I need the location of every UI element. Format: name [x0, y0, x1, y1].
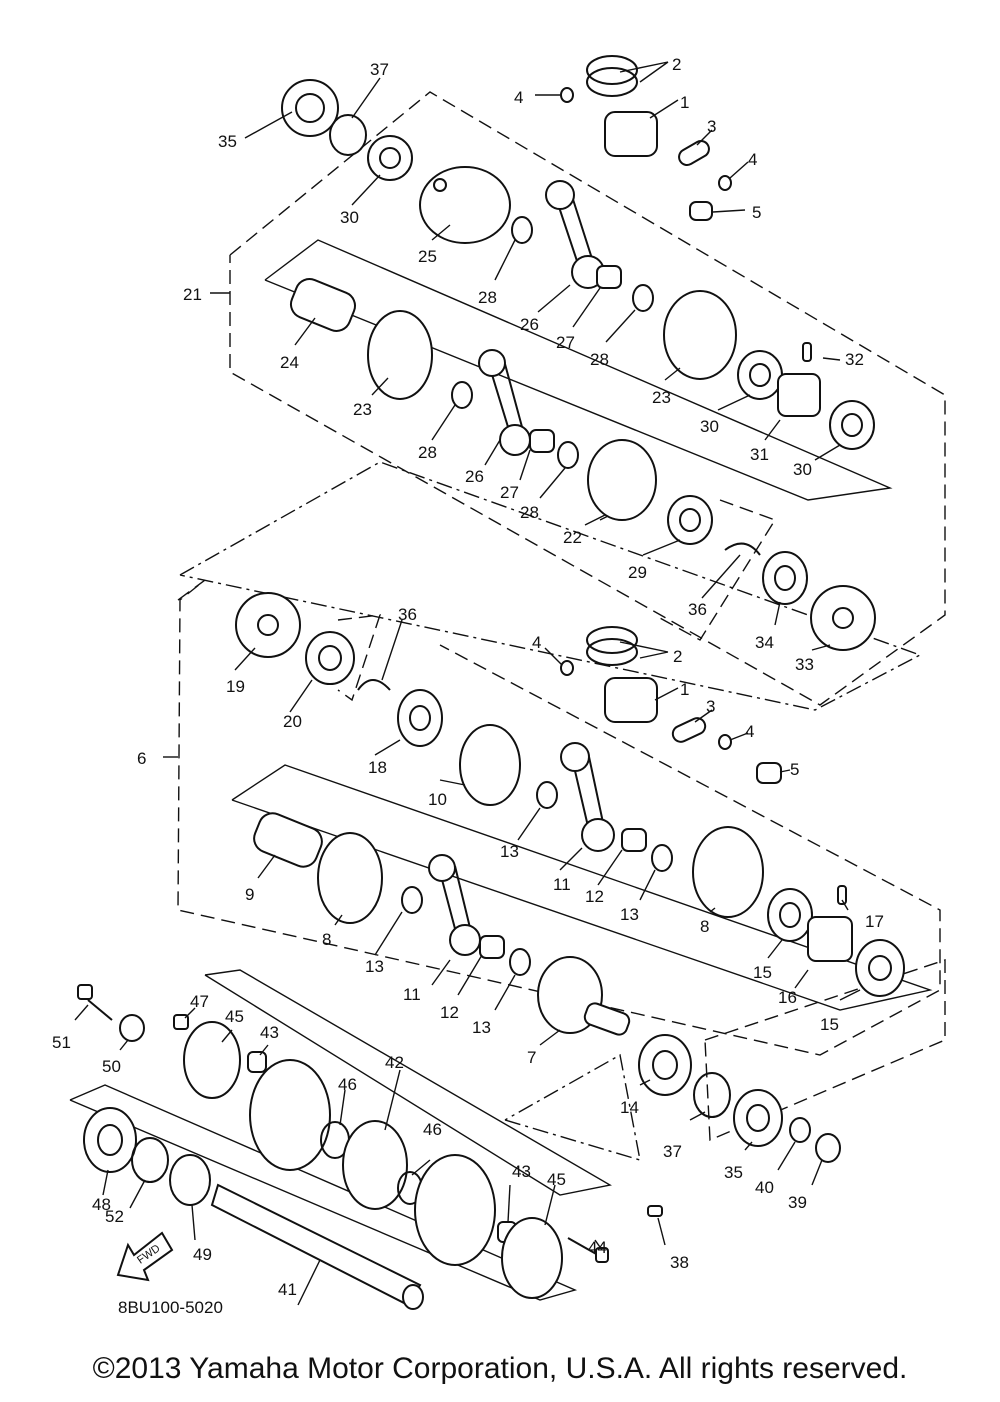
- callout-26b: 26: [465, 467, 484, 486]
- callout-5b: 5: [790, 760, 799, 779]
- callout-12: 12: [585, 887, 604, 906]
- callout-8: 8: [322, 930, 331, 949]
- copyright-notice: ©2013 Yamaha Motor Corporation, U.S.A. A…: [92, 1352, 908, 1385]
- assembly-6-outline: [177, 461, 946, 1142]
- callout-22: 22: [563, 528, 582, 547]
- callout-13: 13: [500, 842, 519, 861]
- callout-26: 26: [520, 315, 539, 334]
- callout-3: 3: [707, 117, 716, 136]
- callout-7: 7: [527, 1048, 536, 1067]
- callout-28b: 28: [590, 350, 609, 369]
- callout-42: 42: [385, 1053, 404, 1072]
- callout-20: 20: [283, 712, 302, 731]
- callout-46: 46: [338, 1075, 357, 1094]
- callout-41: 41: [278, 1280, 297, 1299]
- callout-37: 37: [370, 60, 389, 79]
- leader-lines: [74, 61, 861, 1306]
- callout-30b: 30: [700, 417, 719, 436]
- callout-2: 2: [672, 55, 681, 74]
- callout-28c: 28: [418, 443, 437, 462]
- callout-10: 10: [428, 790, 447, 809]
- callout-28: 28: [478, 288, 497, 307]
- callout-5: 5: [752, 203, 761, 222]
- callout-28d: 28: [520, 503, 539, 522]
- callout-40: 40: [755, 1178, 774, 1197]
- callout-23: 23: [353, 400, 372, 419]
- callout-17: 17: [865, 912, 884, 931]
- callout-34: 34: [755, 633, 774, 652]
- callout-8b: 8: [700, 917, 709, 936]
- callout-33: 33: [795, 655, 814, 674]
- callout-16: 16: [778, 988, 797, 1007]
- callout-47: 47: [190, 992, 209, 1011]
- callout-19: 19: [226, 677, 245, 696]
- callout-48: 48: [92, 1195, 111, 1214]
- callout-36b: 36: [398, 605, 417, 624]
- callout-6: 6: [137, 749, 146, 768]
- lower-parts: [235, 592, 905, 1163]
- upper-parts: [281, 55, 876, 651]
- callout-2b: 2: [673, 647, 682, 666]
- callout-30c: 30: [793, 460, 812, 479]
- callout-18: 18: [368, 758, 387, 777]
- callout-27: 27: [556, 333, 575, 352]
- callout-43b: 43: [512, 1162, 531, 1181]
- callout-23b: 23: [652, 388, 671, 407]
- callout-24: 24: [280, 353, 299, 372]
- callout-13d: 13: [472, 1018, 491, 1037]
- callout-50: 50: [102, 1057, 121, 1076]
- callout-4d: 4: [745, 722, 754, 741]
- callout-39: 39: [788, 1193, 807, 1212]
- callout-1: 1: [680, 93, 689, 112]
- callout-13b: 13: [620, 905, 639, 924]
- callout-9: 9: [245, 885, 254, 904]
- callout-32: 32: [845, 350, 864, 369]
- callout-45: 45: [225, 1007, 244, 1026]
- callout-46b: 46: [423, 1120, 442, 1139]
- callout-11: 11: [553, 875, 571, 894]
- callout-38: 38: [670, 1253, 689, 1272]
- callout-15b: 15: [820, 1015, 839, 1034]
- drawing-code: 8BU100-5020: [118, 1298, 223, 1317]
- callout-36: 36: [688, 600, 707, 619]
- callout-4: 4: [514, 88, 523, 107]
- callout-35: 35: [218, 132, 237, 151]
- callout-45b: 45: [547, 1170, 566, 1189]
- callout-25: 25: [418, 247, 437, 266]
- callout-43: 43: [260, 1023, 279, 1042]
- callout-27b: 27: [500, 483, 519, 502]
- callout-29: 29: [628, 563, 647, 582]
- callout-52: 52: [105, 1207, 124, 1226]
- callout-13c: 13: [365, 957, 384, 976]
- callout-49: 49: [193, 1245, 212, 1264]
- callout-37b: 37: [663, 1142, 682, 1161]
- output-parts: FWD: [77, 984, 663, 1310]
- callout-44: 44: [588, 1238, 607, 1257]
- callout-21: 21: [183, 285, 202, 304]
- callout-4b: 4: [748, 150, 757, 169]
- callout-numbers: 2 4 1 37 35 3 4 30 5 25 21 28 26 24 27 2…: [52, 55, 884, 1317]
- callout-3b: 3: [706, 697, 715, 716]
- callout-12b: 12: [440, 1003, 459, 1022]
- callout-35b: 35: [724, 1163, 743, 1182]
- callout-4c: 4: [532, 633, 541, 652]
- callout-30: 30: [340, 208, 359, 227]
- callout-1b: 1: [680, 680, 689, 699]
- callout-31: 31: [750, 445, 769, 464]
- output-shaft-outline: [69, 969, 641, 1301]
- exploded-parts-diagram: FWD: [52, 55, 946, 1317]
- callout-51: 51: [52, 1033, 71, 1052]
- callout-11b: 11: [403, 985, 421, 1004]
- callout-15: 15: [753, 963, 772, 982]
- callout-14: 14: [620, 1098, 639, 1117]
